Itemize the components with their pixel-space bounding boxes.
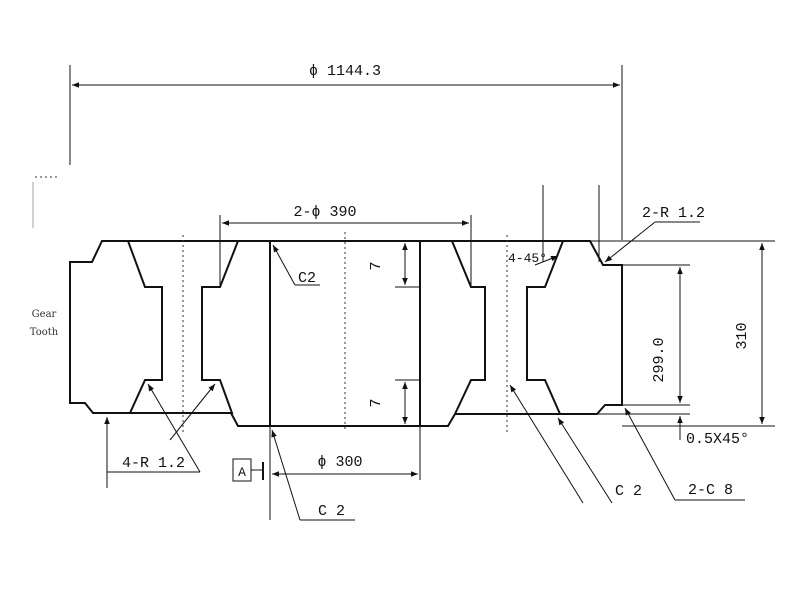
leader-radius-left bbox=[147, 383, 201, 473]
chamfer-angle-arrow bbox=[534, 255, 559, 266]
chamfer-c2-top-label: C2 bbox=[298, 270, 316, 287]
leader-c2-right-1 bbox=[509, 384, 584, 504]
edge-chamfer-label: 0.5X45° bbox=[686, 431, 749, 448]
leader-c2-right-2 bbox=[557, 417, 613, 504]
leader-radius-left-2 bbox=[169, 383, 216, 441]
leader-radius-right bbox=[604, 221, 656, 263]
leader-c2-top bbox=[272, 244, 296, 286]
radius-left-label: 4-R 1.2 bbox=[122, 455, 185, 472]
bolt-circle-label: 2-ϕ 390 bbox=[293, 204, 356, 221]
leader-c2-bottom bbox=[271, 429, 301, 521]
bore-diameter-label: ϕ 300 bbox=[317, 454, 362, 471]
left-section-hatched bbox=[69, 240, 271, 427]
chamfer-c2-bottom-label: C 2 bbox=[318, 503, 345, 520]
leader-c8 bbox=[624, 407, 676, 501]
chamfer-angle-label: 4-45° bbox=[508, 251, 547, 266]
outer-diameter-label: ϕ 1144.3 bbox=[309, 63, 381, 80]
gear-tooth-label-line2: Tooth bbox=[30, 327, 59, 338]
bottom-depth-label: 7 bbox=[368, 398, 385, 407]
top-depth-label: 7 bbox=[368, 261, 385, 270]
radius-right-label: 2-R 1.2 bbox=[642, 205, 705, 222]
height-inner-label: 299.0 bbox=[651, 337, 668, 382]
gear-tooth-label-line1: Gear bbox=[32, 309, 57, 320]
chamfer-outer-label: 2-C 8 bbox=[688, 482, 733, 499]
chamfer-c2-right-label: C 2 bbox=[615, 483, 642, 500]
right-section-hatched bbox=[419, 240, 623, 427]
datum-label: A bbox=[238, 465, 246, 480]
height-total-label: 310 bbox=[734, 322, 751, 349]
